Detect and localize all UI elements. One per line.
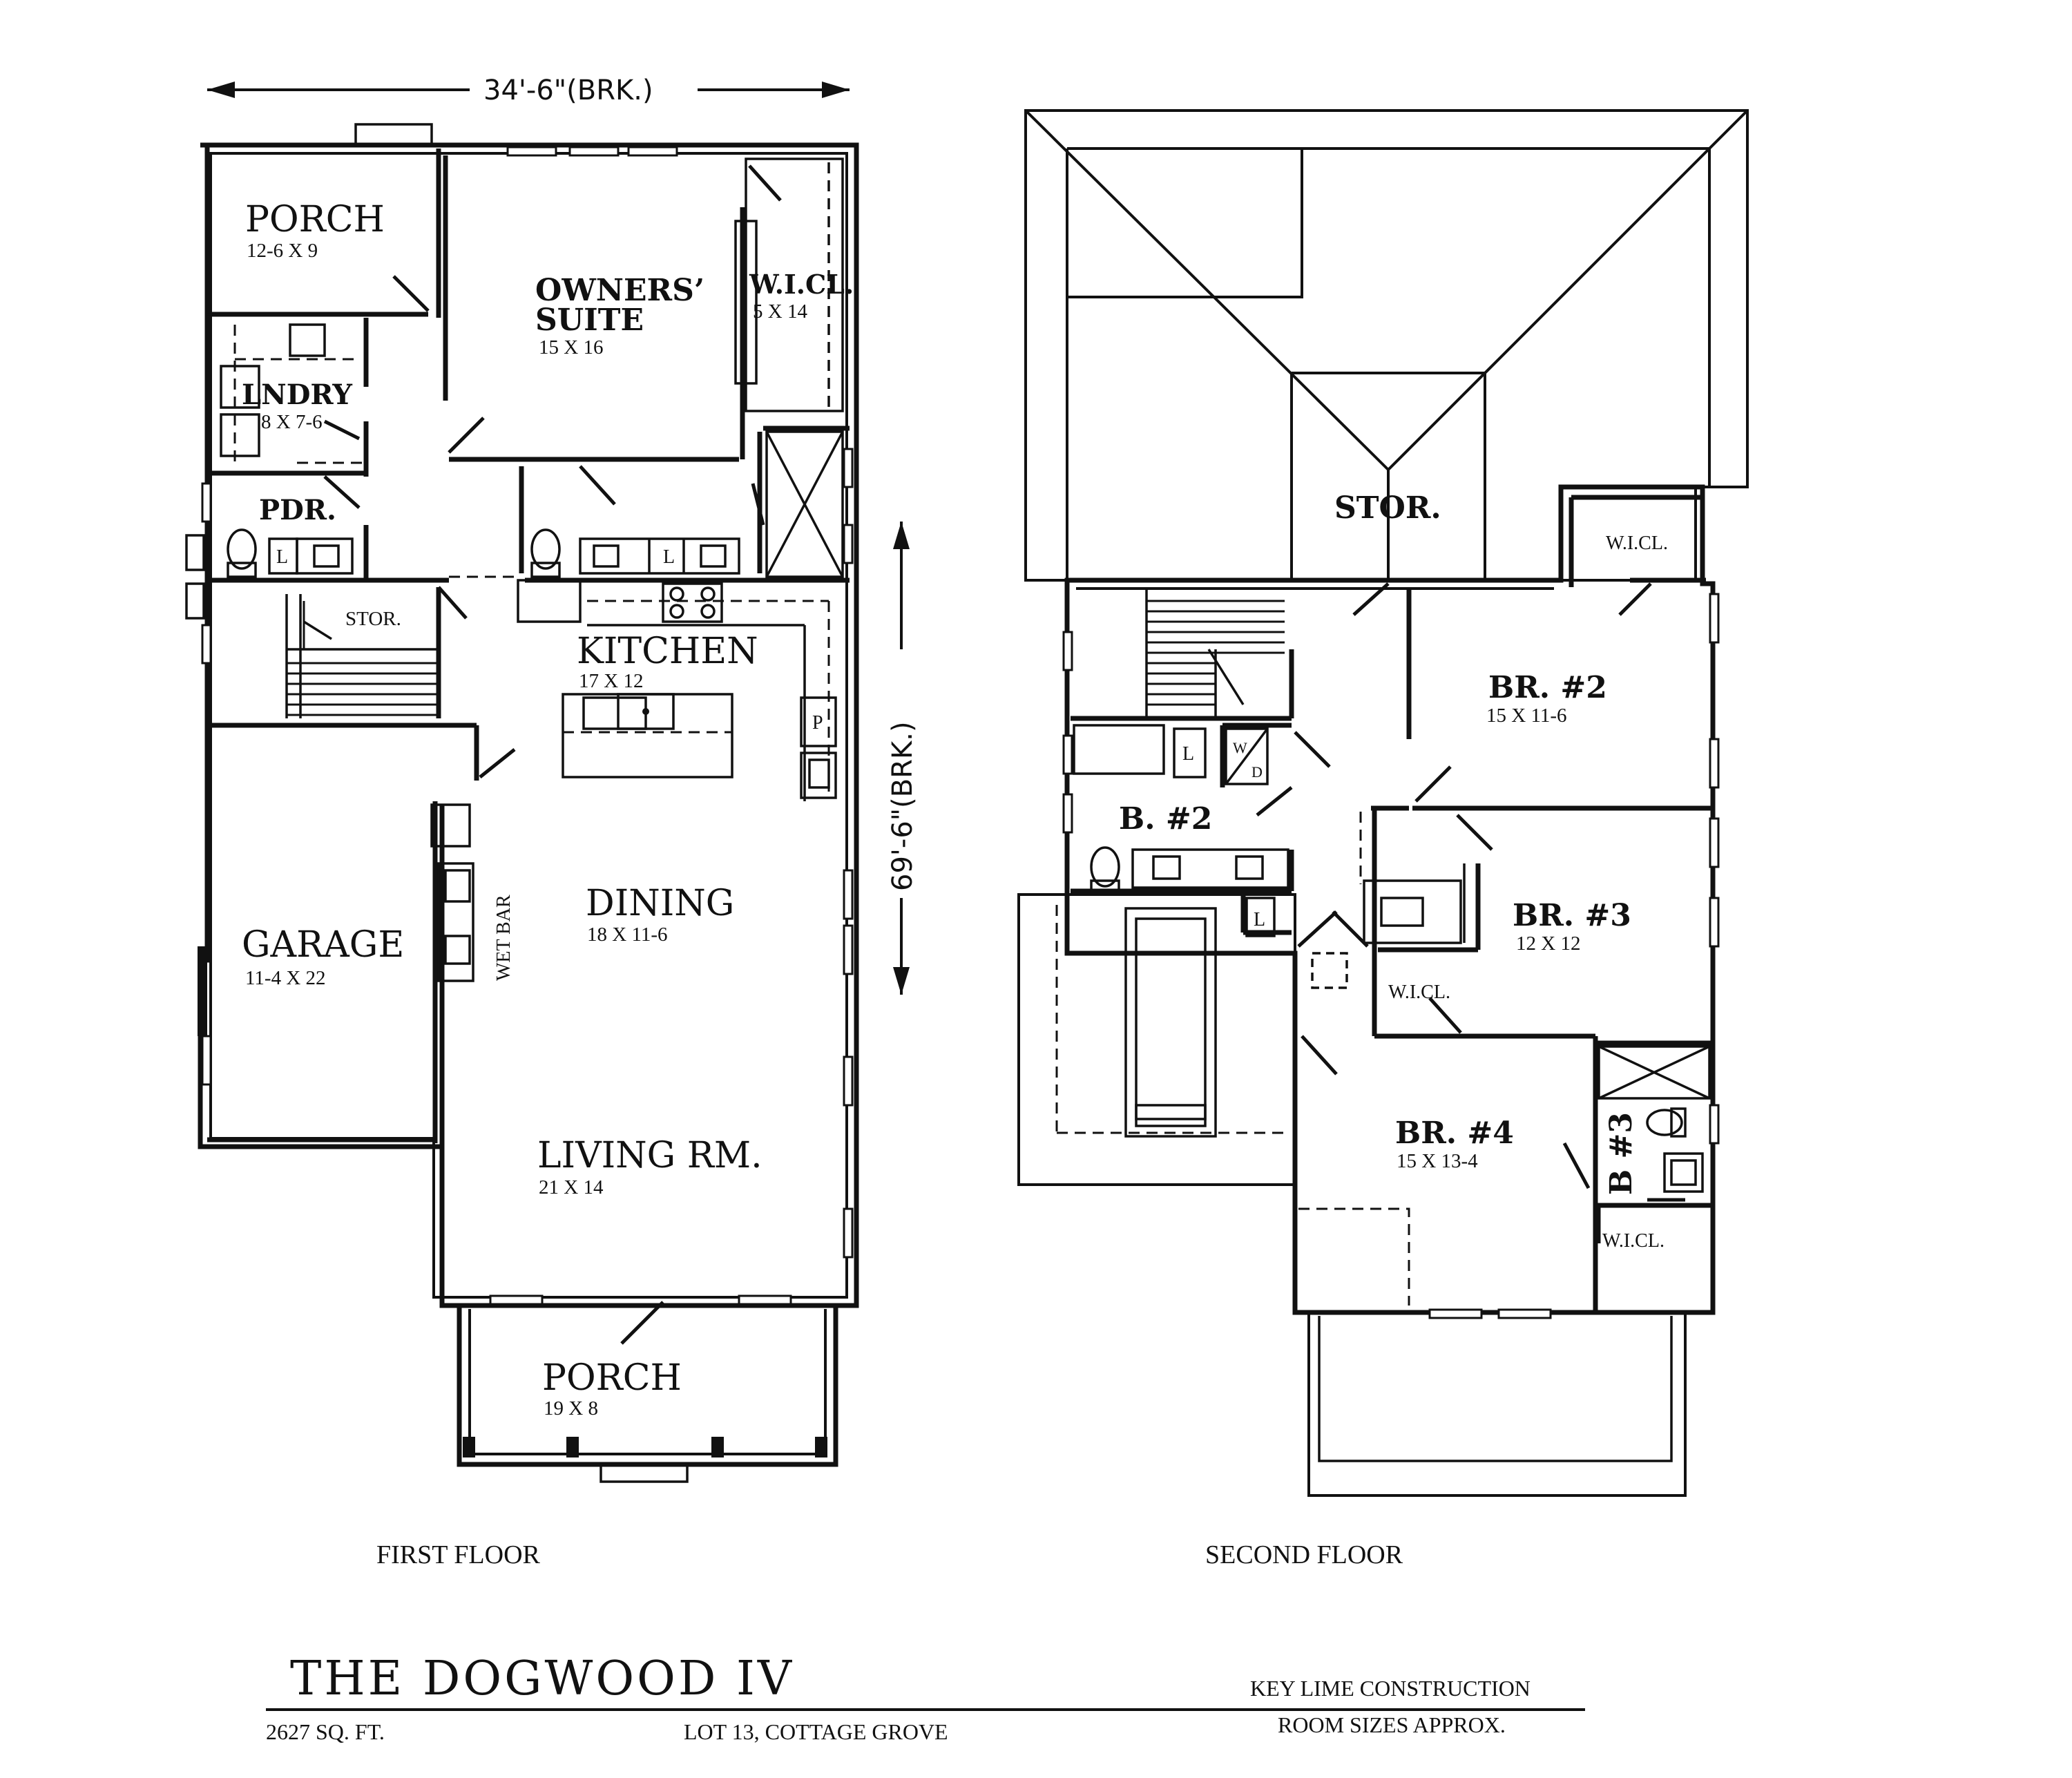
second-floor-doors bbox=[1256, 582, 1652, 1243]
owners-suite-label-2: SUITE bbox=[535, 303, 644, 338]
square-footage: 2627 SQ. FT. bbox=[266, 1719, 385, 1744]
hall-linen-label: L bbox=[1254, 909, 1265, 930]
room-sizes-note: ROOM SIZES APPROX. bbox=[1278, 1712, 1506, 1737]
wic-br2-label: W.I.CL. bbox=[1606, 533, 1668, 554]
first-floor-doors bbox=[297, 164, 782, 1345]
garage-label: GARAGE bbox=[242, 924, 404, 966]
br2-size: 15 X 11-6 bbox=[1486, 705, 1567, 727]
bath3-label: B #3 bbox=[1604, 1112, 1639, 1195]
pdr-linen-label: L bbox=[276, 546, 288, 568]
br3-label: BR. #3 bbox=[1513, 898, 1631, 933]
br2-label: BR. #2 bbox=[1488, 670, 1607, 705]
laundry-label: LNDRY bbox=[242, 379, 352, 411]
builder-name: KEY LIME CONSTRUCTION bbox=[1250, 1676, 1531, 1701]
front-porch-label: PORCH bbox=[542, 1357, 682, 1399]
br4-size: 15 X 13-4 bbox=[1397, 1150, 1478, 1172]
wic-label: W.I.CL. bbox=[749, 269, 854, 300]
attic-storage-label: STOR. bbox=[1334, 490, 1441, 526]
br4-label: BR. #4 bbox=[1395, 1116, 1514, 1151]
rear-porch-label: PORCH bbox=[245, 199, 385, 240]
first-floor-caption: FIRST FLOOR bbox=[376, 1540, 541, 1569]
dining-label: DINING bbox=[586, 883, 734, 924]
first-floor-stairs bbox=[285, 594, 439, 718]
living-room-size: 21 X 14 bbox=[539, 1176, 604, 1198]
owners-suite-label-1: OWNERS’ bbox=[535, 273, 704, 308]
second-floor-plan: W.I.CL. bbox=[1017, 109, 1749, 1569]
garage-size: 11-4 X 22 bbox=[245, 967, 326, 989]
depth-dimension: 69'-6"(BRK.) bbox=[887, 522, 919, 995]
pantry-label: P bbox=[812, 712, 823, 734]
second-floor-exterior-wall bbox=[1064, 484, 1716, 1315]
washer-label: W bbox=[1233, 739, 1247, 756]
second-floor-caption: SECOND FLOOR bbox=[1205, 1540, 1403, 1569]
powder-label: PDR. bbox=[259, 494, 336, 526]
roof-outline bbox=[1024, 109, 1749, 582]
width-dimension-label: 34'-6"(BRK.) bbox=[483, 75, 653, 106]
living-room-label: LIVING RM. bbox=[537, 1135, 762, 1176]
dining-size: 18 X 11-6 bbox=[587, 924, 668, 946]
dryer-label: D bbox=[1251, 763, 1263, 781]
second-floor-stairs bbox=[1145, 587, 1285, 718]
owners-suite-size: 15 X 16 bbox=[539, 336, 603, 359]
wic-size: 5 X 14 bbox=[753, 300, 807, 323]
bath2-linen-label: L bbox=[1182, 743, 1194, 765]
front-porch-size: 19 X 8 bbox=[544, 1397, 598, 1419]
storage-label: STOR. bbox=[345, 608, 401, 630]
title-block: THE DOGWOOD IV KEY LIME CONSTRUCTION 262… bbox=[266, 1652, 1585, 1744]
first-floor-exterior-wall bbox=[198, 142, 859, 1308]
laundry-size: 8 X 7-6 bbox=[261, 411, 323, 433]
first-floor-plan: 34'-6"(BRK.) 69'-6"(BRK.) bbox=[185, 75, 919, 1569]
depth-dimension-label: 69'-6"(BRK.) bbox=[887, 721, 919, 891]
lot-info: LOT 13, COTTAGE GROVE bbox=[684, 1719, 948, 1744]
width-dimension: 34'-6"(BRK.) bbox=[207, 75, 850, 106]
wic-br3-label: W.I.CL. bbox=[1388, 982, 1450, 1003]
kitchen-size: 17 X 12 bbox=[579, 670, 643, 692]
wet-bar-label: WET BAR bbox=[493, 895, 515, 981]
wic-br4-label: W.I.CL. bbox=[1602, 1230, 1665, 1252]
owners-bath-linen-label: L bbox=[663, 546, 675, 568]
second-floor-windows bbox=[1062, 593, 1720, 1319]
bath2-label: B. #2 bbox=[1119, 801, 1212, 837]
plan-title: THE DOGWOOD IV bbox=[290, 1652, 794, 1706]
first-floor-windows bbox=[185, 146, 854, 1306]
br3-size: 12 X 12 bbox=[1516, 933, 1580, 955]
kitchen-label: KITCHEN bbox=[577, 631, 758, 672]
rear-porch-size: 12-6 X 9 bbox=[247, 240, 318, 262]
